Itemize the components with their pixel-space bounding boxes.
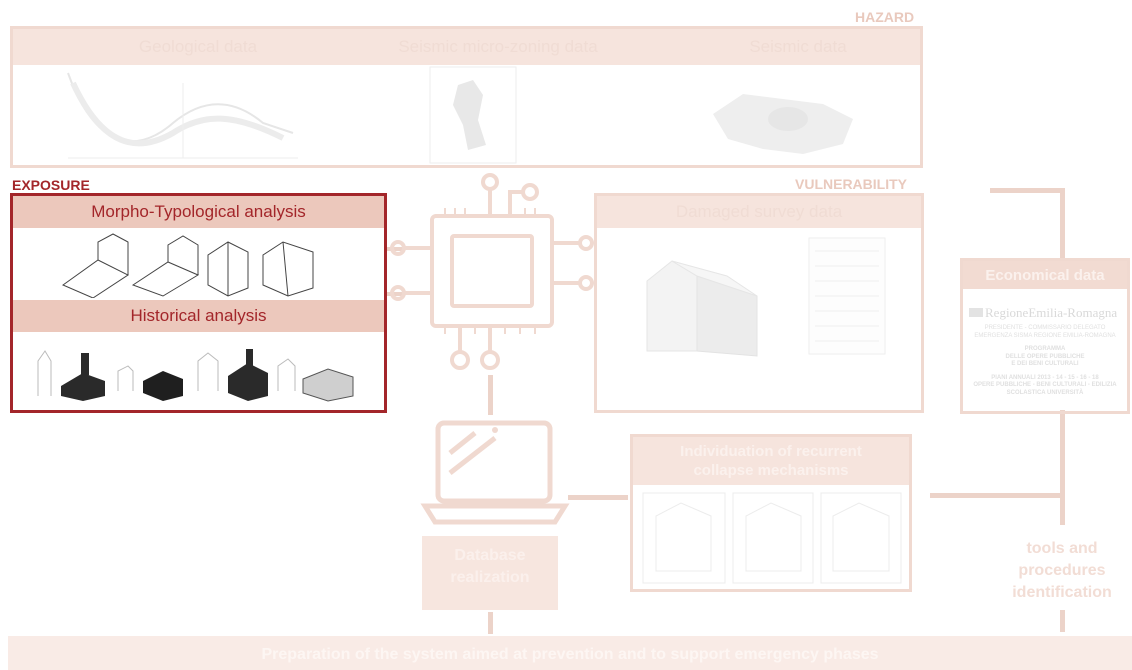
hazard-item-microzoning: Seismic micro-zoning data [398,37,598,56]
hazard-item-geological: Geological data [138,37,258,56]
vulnerability-label: VULNERABILITY [795,176,907,192]
morpho-typology-buildings-image [61,233,314,298]
damaged-survey-title: Damaged survey data [675,202,843,221]
economical-doc-text: PRESIDENTE - COMMISSARIO DELEGATO EMERGE… [967,325,1123,397]
hazard-frame: Geological data Seismic micro-zoning dat… [10,26,923,168]
economical-frame: Economical data RegioneEmilia-Romagna PR… [960,258,1130,414]
chip-to-laptop-connector [488,375,493,415]
exposure-connector-top [387,247,405,251]
seismic-map-image [713,94,853,154]
geological-section-image [67,72,298,159]
econ-bracket-top-v [1060,188,1065,258]
hazard-item-seismic: Seismic data [749,37,847,56]
database-title: Database realization [450,547,530,586]
historical-buildings-image [37,349,354,402]
survey-form-image [808,237,886,355]
vulnerability-frame: Damaged survey data [594,193,924,413]
collapse-frame: Individuation of recurrent collapse mech… [630,434,912,592]
exposure-label: EXPOSURE [12,177,90,193]
hazard-header-band [13,29,920,65]
morpho-header-band [13,196,384,228]
bottom-band [8,636,1132,670]
doc-line: E DEI BENI CULTURALI [1011,361,1079,367]
laptop-icon [420,420,570,525]
doc-line: SCOLASTICA UNIVERSITÀ [1006,389,1084,396]
doc-line: DELLE OPERE PUBBLICHE [1005,353,1085,360]
historical-title: Historical analysis [130,306,267,325]
collapse-mechanism-images [642,492,902,584]
collapse-header-band [633,437,909,485]
econ-bracket-bottom-v [1060,495,1065,525]
econ-bracket-mid-v [1060,410,1065,495]
econ-bracket-top-h [990,188,1065,193]
hazard-label: HAZARD [855,9,915,25]
morpho-title: Morpho-Typological analysis [91,202,306,221]
doc-line: OPERE PUBBLICHE - BENI CULTURALI - EDILI… [973,382,1117,388]
exposure-connector-bottom [387,292,405,296]
econ-bracket-mid-h [930,493,1065,498]
exposure-frame: Morpho-Typological analysis Historical a… [10,193,387,413]
economical-header-band [963,261,1127,289]
collapse-title: Individuation of recurrent collapse mech… [680,443,862,479]
economical-title: Economical data [985,267,1105,284]
laptop-collapse-connector [568,495,628,500]
doc-line: PRESIDENTE - COMMISSARIO DELEGATO [984,325,1106,331]
region-flag-icon [969,308,983,317]
region-logo-text: RegioneEmilia-Romagna [985,305,1118,320]
econ-bracket-low-v [1060,610,1065,632]
bottom-title: Preparation of the system aimed at preve… [261,646,879,663]
database-box [422,536,558,610]
church-model-image [646,260,758,357]
damaged-header-band [597,196,921,228]
doc-line: PIANI ANNUALI 2013 - 14 - 15 - 16 - 18 [991,374,1099,381]
doc-line: EMERGENZA SISMA REGIONE EMILIA-ROMAGNA [974,332,1116,339]
doc-line: PROGRAMMA [1024,346,1066,352]
historical-header-band [13,300,384,332]
tools-procedures-title: tools and procedures identification [1012,540,1112,601]
economical-doc-logo: RegioneEmilia-Romagna [969,305,1121,321]
processor-chip-icon [390,173,594,370]
microzoning-map-image [429,66,517,164]
database-to-bottom-connector [488,612,493,634]
